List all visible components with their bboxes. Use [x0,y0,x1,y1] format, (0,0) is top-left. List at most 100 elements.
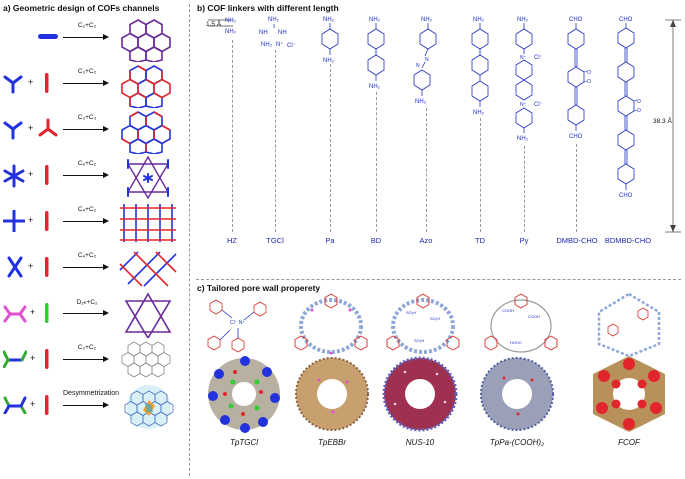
svg-text:Cl⁻: Cl⁻ [534,55,543,61]
c2-red-linker-icon [45,165,49,185]
svg-text:NH₂: NH₂ [268,17,280,23]
plus-sign: + [28,77,34,87]
linker-guide [480,118,481,232]
svg-text:COOH: COOH [502,308,514,313]
d2h-node-icon [3,305,27,323]
linker-guide [275,50,276,232]
reaction-label: C₂+C₂ [77,22,97,29]
plus-sign: + [28,261,34,271]
scale-bar-small [208,19,233,27]
molecule-pa: NH₂ NH₂ [321,17,339,64]
svg-text:NH₂: NH₂ [473,110,485,116]
reaction-label: C₃+C₃ [77,114,97,121]
linker-label-pa: Pa [325,236,335,245]
linker-label-td: TD [475,236,485,245]
svg-text:CHO: CHO [619,17,633,23]
svg-text:N: N [416,63,420,69]
c2-red-linker-icon [45,73,49,93]
svg-text:NH₂: NH₂ [473,17,485,23]
svg-text:O: O [587,79,591,85]
svg-text:Cl⁻: Cl⁻ [534,102,543,108]
svg-text:O: O [587,70,591,76]
panel-b-title: b) COF linkers with different length [197,3,339,13]
linker-label-py: Py [519,236,529,245]
svg-text:NH₂: NH₂ [225,18,237,24]
pore-structure-tpebbr [294,293,368,355]
c2-red-linker-icon [45,349,49,369]
bent-node-icon [3,350,27,368]
c2-linker-icon [38,34,58,39]
cof-name-tptgcl: TpTGCl [230,438,258,447]
linker-label-bdmbd-cho: BDMBD-CHO [604,236,652,245]
molecule-td: NH₂ NH₂ [471,17,489,116]
plus-sign: + [28,215,34,225]
svg-text:NH₂: NH₂ [415,99,427,105]
linker-guide [232,40,233,232]
plus-sign: + [28,123,34,133]
svg-text:CHO: CHO [569,134,583,140]
pore-model-nus10 [382,356,458,432]
geometry-row-3: + C₃+C₃ [0,108,188,154]
kagome-net-icon [126,155,170,200]
reaction-arrow: Desymmetrization [63,390,119,409]
reaction-arrow: D₂ₕ+C₂ [63,299,111,317]
geometry-row-4: + C₆+C₂ [0,154,188,200]
vertical-divider [189,4,190,476]
svg-text:N: N [425,57,429,63]
cof-name-tppa-cooh: TpPa-(COOH)₂ [489,438,545,447]
pore-model-tpebbr [295,357,369,431]
horizontal-divider [196,279,681,280]
scale-bar-large [665,19,681,233]
rhombic-net-icon [119,251,177,287]
desymmetrized-net-icon [124,385,174,429]
molecule-py: NH₂ N⁺Cl⁻ N⁺Cl⁻ NH₂ [515,17,543,142]
svg-text:NH₂: NH₂ [261,42,273,48]
hexagonal-net-icon [121,111,171,154]
plus-sign: + [30,399,36,409]
pore-structure-tptgcl: Cl⁻ N⁺ [207,299,267,353]
svg-text:NH₂: NH₂ [517,17,529,23]
svg-text:NH₂: NH₂ [369,84,381,90]
svg-text:O: O [637,99,641,105]
reaction-arrow: C₂+C₂ [63,22,111,41]
svg-text:CHO: CHO [619,193,633,199]
pore-model-fcof [593,356,665,432]
svg-text:NH₂: NH₂ [323,58,335,64]
x-node-icon [7,256,23,278]
reaction-label: C₄+C₂ [77,252,97,259]
plus-sign: + [30,353,36,363]
reaction-arrow: C₄+C₂ [63,206,111,225]
pore-model-tppa-cooh [480,357,554,431]
linker-label-tgcl: TGCl [266,236,284,245]
reaction-label: C₃+C₂ [77,68,97,75]
reaction-arrow: C₆+C₂ [63,160,111,179]
c2-red-linker-icon [45,395,49,415]
panel-c-title: c) Tailored pore wall properety [197,283,321,293]
reaction-label: C₆+C₂ [77,160,97,167]
linker-guide [330,64,331,232]
linker-guide [576,144,577,232]
linker-label-bd: BD [370,236,382,245]
geometry-row-5: + C₄+C₂ [0,200,188,246]
linker-label-hz: HZ [227,236,237,245]
c2-green-linker-icon [45,303,49,323]
cof-name-nus10: NUS-10 [405,438,435,447]
scale-small-label: 1.5 Å [206,21,222,28]
svg-text:NH₂: NH₂ [323,17,335,23]
pore-model-tptgcl [208,356,280,433]
reaction-label: Desymmetrization [63,390,120,397]
reaction-arrow: C₄+C₂ [63,252,111,271]
pore-structure-fcof [597,292,661,358]
linker-guide [376,92,377,232]
geometry-row-2: + C₃+C₂ [0,62,188,108]
cof-name-fcof: FCOF [618,438,640,447]
geometry-row-9: + Desymmetrization [0,384,188,476]
c3-node-icon [3,121,23,140]
square-net-icon [120,204,176,242]
linker-guide [524,146,525,232]
linker-label-azo: Azo [419,236,433,245]
geometry-row-8: + C₂+C₂ [0,338,188,384]
